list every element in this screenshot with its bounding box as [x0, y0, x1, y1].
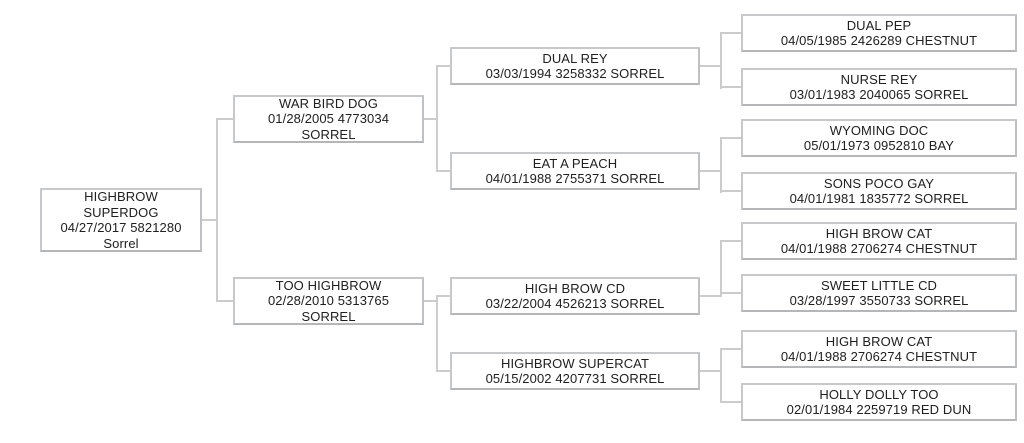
connector-line: [436, 295, 438, 372]
connector-line: [720, 348, 722, 403]
horse-name-line: WYOMING DOC: [829, 122, 929, 138]
horse-name-line: DUAL PEP: [846, 17, 912, 33]
connector-line: [700, 170, 722, 172]
connector-line: [720, 292, 741, 294]
horse-reg-line: 03/03/1994 3258332 SORREL: [485, 66, 665, 81]
connector-line: [216, 118, 218, 302]
horse-name-line: HIGH BROW CD: [524, 280, 626, 296]
connector-line: [720, 86, 741, 88]
connector-line: [720, 348, 741, 350]
pedigree-node-sons-poco-gay: SONS POCO GAY 04/01/1981 1835772 SORREL: [741, 172, 1017, 210]
horse-reg-line: 01/28/2005 4773034: [267, 111, 390, 127]
connector-line: [216, 300, 233, 302]
connector-line: [700, 65, 722, 67]
horse-reg-line: 02/28/2010 5313765: [267, 293, 390, 309]
horse-name-line: NURSE REY: [840, 71, 918, 87]
pedigree-node-dual-pep: DUAL PEP 04/05/1985 2426289 CHESTNUT: [741, 14, 1017, 52]
pedigree-node-high-brow-cat-2: HIGH BROW CAT 04/01/1988 2706274 CHESTNU…: [741, 330, 1017, 368]
connector-line: [720, 137, 741, 139]
pedigree-node-dual-rey: DUAL REY 03/03/1994 3258332 SORREL: [450, 47, 700, 85]
connector-line: [436, 170, 450, 172]
horse-name-line: HIGH BROW CAT: [825, 225, 933, 241]
connector-line: [424, 118, 438, 120]
connector-line: [720, 240, 741, 242]
horse-color-line: SORREL: [301, 308, 356, 324]
horse-name-line: HIGHBROW: [84, 189, 158, 204]
connector-line: [700, 370, 722, 372]
pedigree-node-highbrow-supercat: HIGHBROW SUPERCAT 05/15/2002 4207731 SOR…: [450, 352, 700, 390]
connector-line: [436, 65, 450, 67]
horse-reg-line: 02/01/1984 2259719 RED DUN: [786, 402, 972, 417]
connector-line: [436, 295, 450, 297]
connector-line: [720, 240, 722, 297]
connector-line: [720, 137, 722, 193]
horse-reg-line: 04/01/1981 1835772 SORREL: [789, 191, 969, 206]
horse-reg-line: 03/28/1997 3550733 SORREL: [789, 293, 969, 308]
horse-name-line: SWEET LITTLE CD: [820, 277, 938, 293]
connector-line: [720, 190, 741, 192]
horse-reg-line: 04/05/1985 2426289 CHESTNUT: [780, 33, 978, 48]
horse-color-line: Sorrel: [103, 235, 139, 251]
pedigree-node-eat-a-peach: EAT A PEACH 04/01/1988 2755371 SORREL: [450, 152, 700, 190]
horse-name-line: SUPERDOG: [83, 204, 159, 220]
connector-line: [720, 401, 741, 403]
connector-line: [700, 295, 722, 297]
horse-reg-line: 05/01/1973 0952810 BAY: [803, 138, 955, 153]
pedigree-node-too-highbrow: TOO HIGHBROW 02/28/2010 5313765 SORREL: [233, 277, 424, 325]
pedigree-node-war-bird-dog: WAR BIRD DOG 01/28/2005 4773034 SORREL: [233, 95, 424, 143]
connector-line: [202, 219, 218, 221]
pedigree-node-sweet-little-cd: SWEET LITTLE CD 03/28/1997 3550733 SORRE…: [741, 274, 1017, 312]
horse-name-line: DUAL REY: [542, 50, 608, 66]
connector-line: [436, 370, 450, 372]
pedigree-node-highbrow-superdog: HIGHBROW SUPERDOG 04/27/2017 5821280 Sor…: [40, 188, 202, 252]
horse-reg-line: 04/27/2017 5821280: [60, 220, 182, 235]
pedigree-node-high-brow-cat-1: HIGH BROW CAT 04/01/1988 2706274 CHESTNU…: [741, 222, 1017, 260]
horse-name-line: EAT A PEACH: [532, 155, 618, 171]
horse-name-line: HIGHBROW SUPERCAT: [500, 355, 650, 371]
horse-name-line: SONS POCO GAY: [823, 175, 935, 191]
horse-reg-line: 04/01/1988 2706274 CHESTNUT: [780, 241, 978, 256]
horse-reg-line: 05/15/2002 4207731 SORREL: [485, 371, 665, 386]
pedigree-node-nurse-rey: NURSE REY 03/01/1983 2040065 SORREL: [741, 68, 1017, 106]
horse-name-line: HOLLY DOLLY TOO: [819, 386, 939, 402]
connector-line: [720, 32, 722, 89]
connector-line: [216, 118, 233, 120]
horse-color-line: SORREL: [301, 126, 356, 142]
horse-reg-line: 04/01/1988 2706274 CHESTNUT: [780, 349, 978, 364]
connector-line: [424, 300, 438, 302]
connector-line: [436, 65, 438, 172]
horse-reg-line: 03/22/2004 4526213 SORREL: [485, 296, 665, 311]
horse-name-line: TOO HIGHBROW: [275, 277, 382, 293]
pedigree-node-holly-dolly-too: HOLLY DOLLY TOO 02/01/1984 2259719 RED D…: [741, 383, 1017, 421]
connector-line: [720, 32, 741, 34]
pedigree-node-wyoming-doc: WYOMING DOC 05/01/1973 0952810 BAY: [741, 119, 1017, 157]
horse-reg-line: 04/01/1988 2755371 SORREL: [485, 171, 665, 186]
horse-name-line: WAR BIRD DOG: [279, 95, 378, 111]
horse-name-line: HIGH BROW CAT: [825, 333, 933, 349]
horse-reg-line: 03/01/1983 2040065 SORREL: [789, 87, 969, 102]
pedigree-node-high-brow-cd: HIGH BROW CD 03/22/2004 4526213 SORREL: [450, 277, 700, 315]
